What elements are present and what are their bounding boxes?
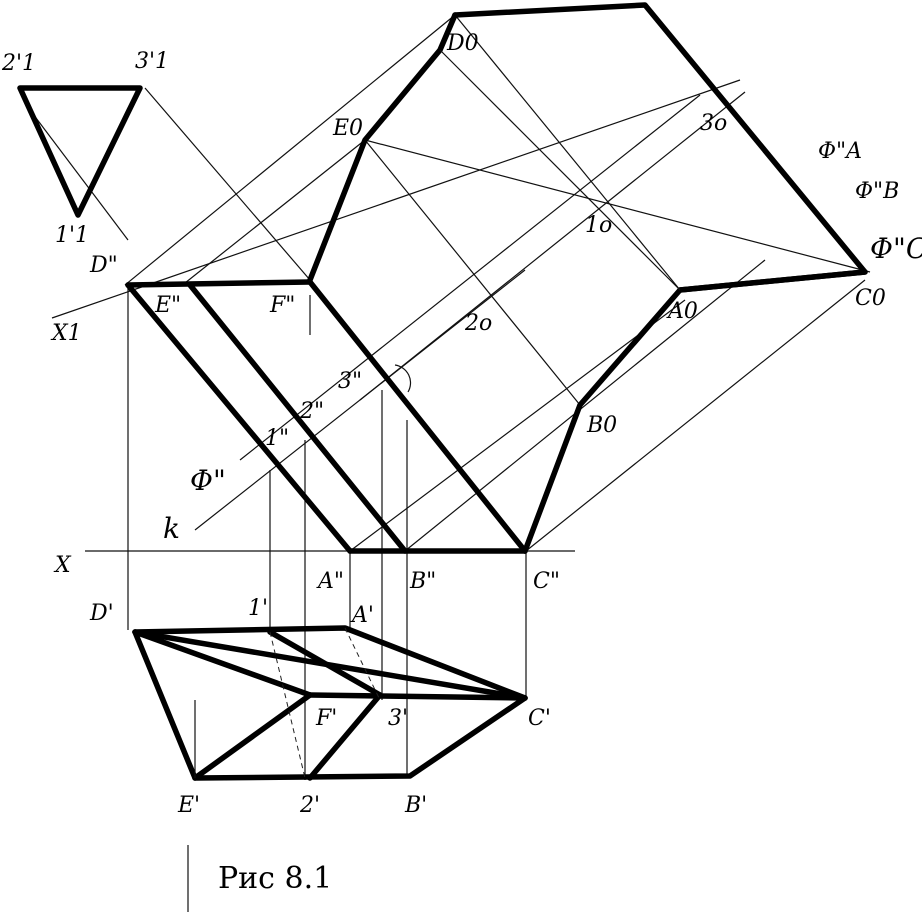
label-3-0: 3o [700,111,727,136]
label-phi-A: Φ"A [818,139,862,164]
label-E-frontal: E" [154,293,181,318]
label-C0: C0 [855,286,886,311]
label-3-horizontal: 3' [388,706,408,731]
projection-lines [29,14,871,780]
label-1-0: 1o [585,213,612,238]
label-D-horizontal: D' [89,601,114,626]
figure-caption: Рис 8.1 [218,861,332,896]
point-labels: 2'1 3'1 1'1 D0 E0 1o 2o 3o A0 B0 C0 Φ"A … [1,31,922,818]
auxiliary-view [307,2,868,554]
label-E0: E0 [332,116,363,141]
label-A0: A0 [666,299,698,324]
label-D-frontal: D" [89,253,118,278]
label-2-horizontal: 2' [299,793,320,818]
label-A-horizontal: A' [350,603,374,628]
label-phi-frontal: Φ" [190,464,226,497]
label-X: X [53,553,72,578]
triangle-projection [17,85,143,218]
label-1-1: 1'1 [55,223,89,248]
label-F-horizontal: F' [315,706,337,731]
label-2-frontal: 2" [299,399,324,424]
label-X1: X1 [50,321,82,346]
label-B-horizontal: B' [404,793,427,818]
label-B0: B0 [586,413,617,438]
x1-axis [51,79,741,319]
label-B-frontal: B" [409,569,436,594]
label-1-frontal: 1" [265,426,289,451]
label-3-1: 3'1 [135,49,169,74]
label-k: k [163,512,180,545]
label-F-frontal: F" [269,293,295,318]
label-E-horizontal: E' [177,793,200,818]
label-phi-B: Φ"B [855,179,899,204]
label-C-frontal: C" [533,569,560,594]
label-A-frontal: A" [316,569,344,594]
label-D0: D0 [446,31,479,56]
label-2-0: 2o [464,311,492,336]
label-3-frontal: 3" [338,369,362,394]
horizontal-projection [132,625,528,781]
frontal-projection [125,279,528,554]
label-1-horizontal: 1' [248,596,268,621]
label-2-1: 2'1 [1,51,36,76]
label-C-horizontal: C' [528,706,551,731]
label-phi-C: Φ"C [870,232,922,265]
